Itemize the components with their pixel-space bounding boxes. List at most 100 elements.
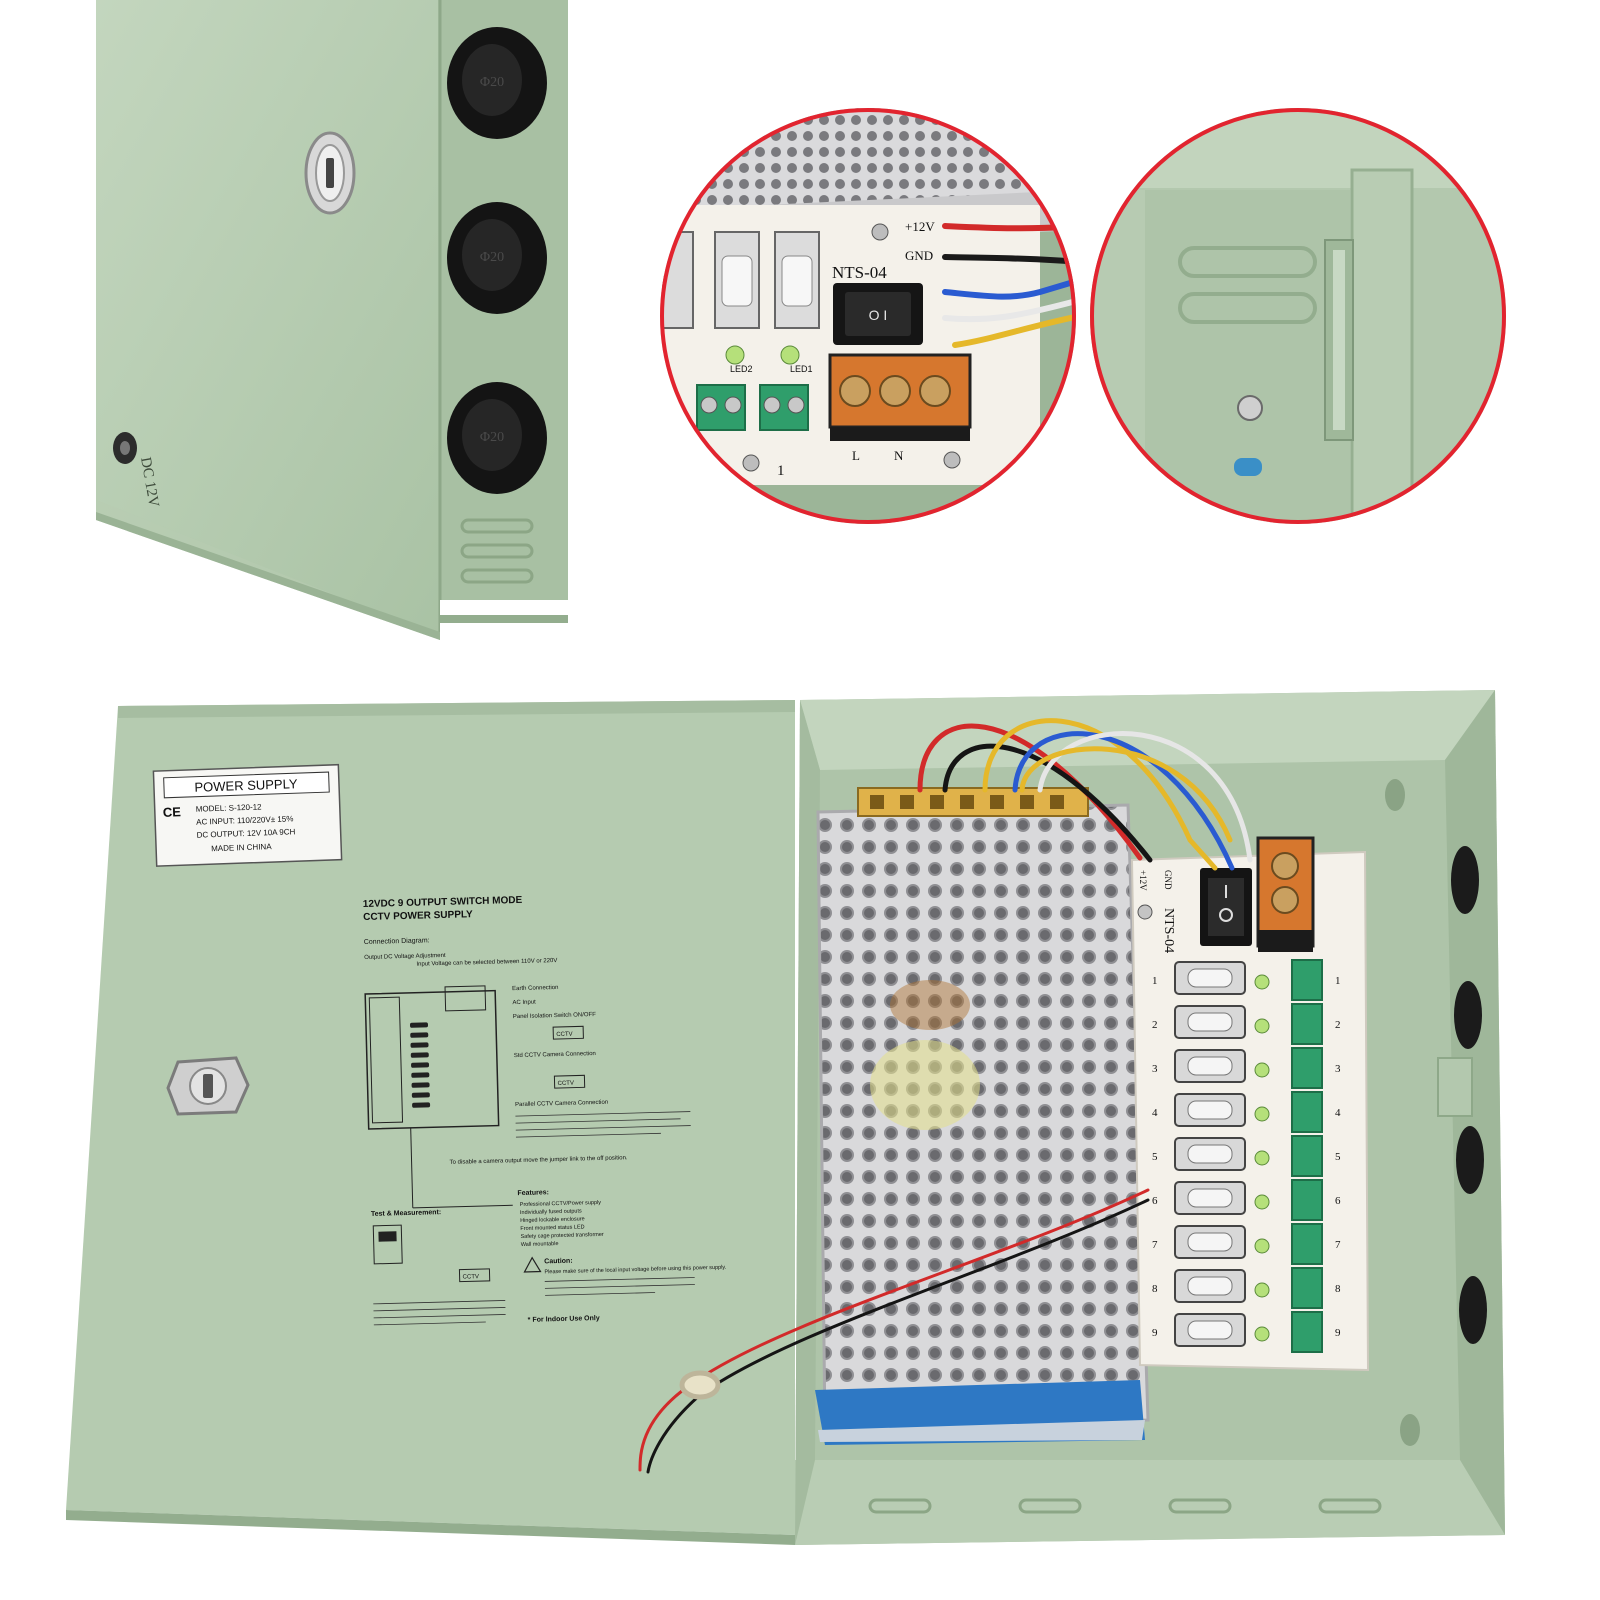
wire-gnd-label: GND <box>905 248 933 263</box>
screw-icon <box>1237 395 1263 421</box>
channel-number: 5 <box>1335 1151 1341 1163</box>
vent-slot <box>1178 246 1317 278</box>
label-title: POWER SUPPLY <box>194 776 298 795</box>
cable-grommet-icon: Φ20 <box>447 202 547 314</box>
status-led-icon <box>1254 974 1270 990</box>
hinge-inner-panel <box>1145 190 1350 524</box>
fuse-glass <box>1187 1056 1233 1076</box>
led-label: LED2 <box>730 364 753 374</box>
fuse-glass <box>1187 1276 1233 1296</box>
screw-icon <box>943 451 961 469</box>
output-terminal-icon <box>1291 1223 1323 1265</box>
diagram-output-adjust: Output DC Voltage Adjustment <box>364 953 446 961</box>
channel-number: 7 <box>1152 1239 1158 1251</box>
grommet-label: Φ20 <box>480 250 504 265</box>
channel-number: 4 <box>1335 1107 1341 1119</box>
screw-icon <box>742 454 760 472</box>
channel-number: 8 <box>1152 1283 1158 1295</box>
output-terminal-icon <box>1291 1135 1323 1177</box>
feature-item: Professional CCTV/Power supply <box>520 1200 602 1208</box>
fuse-glass <box>1187 1144 1233 1164</box>
diagram-heading-2: CCTV POWER SUPPLY <box>363 909 473 923</box>
multimeter-icon <box>372 1224 403 1265</box>
output-terminal-icon <box>1291 1267 1323 1309</box>
diagram-disable: To disable a camera output move the jump… <box>450 1155 628 1166</box>
diagram-isolation: Panel Isolation Switch ON/OFF <box>513 1012 596 1020</box>
side-latch-icon <box>1437 1057 1473 1117</box>
fuse-glass <box>1187 1320 1233 1340</box>
wiring-diagram-sticker: 12VDC 9 OUTPUT SWITCH MODE CCTV POWER SU… <box>363 895 727 1326</box>
label-ac-input: AC INPUT: 110/220V± 15% <box>196 814 293 826</box>
status-led-icon <box>1254 1106 1270 1122</box>
mounting-keyhole-icon <box>1385 779 1405 811</box>
main-wires <box>638 718 1253 1474</box>
features-title: Features: <box>517 1189 549 1197</box>
enclosure-door <box>66 700 795 1535</box>
grommet-label: Φ20 <box>480 430 504 445</box>
zoom-wires <box>942 223 1076 348</box>
channel-number: 6 <box>1335 1195 1341 1207</box>
rating-label: POWER SUPPLY CE MODEL: S-120-12 AC INPUT… <box>152 763 343 867</box>
caution-icon <box>523 1256 542 1273</box>
feature-item: Hinged lockable enclosure <box>520 1216 585 1224</box>
zoom-circle-board: LED2 LED1 1 NTS-04 +12V GND <box>660 108 1076 524</box>
channel-number: 2 <box>1152 1019 1158 1031</box>
diagram-ac-input: AC Input <box>512 1000 536 1007</box>
terminal-l-label: L <box>852 448 860 463</box>
feature-item: Individually fused outputs <box>520 1208 582 1216</box>
output-terminal-icon <box>1291 1003 1323 1045</box>
label-dc-output: DC OUTPUT: 12V 10A 9CH <box>197 827 296 839</box>
power-switch-icon: O I <box>833 283 923 345</box>
dc-jack-icon <box>113 432 137 464</box>
psu-mesh-cage <box>816 803 1150 1434</box>
channel-number: 1 <box>1335 975 1341 987</box>
output-terminal-icon <box>1291 1091 1323 1133</box>
base-vent-slots <box>868 1498 1382 1514</box>
board-gnd-label: GND <box>1163 870 1173 890</box>
output-terminal-icon <box>1291 1047 1323 1089</box>
diagram-earth: Earth Connection <box>512 985 559 992</box>
fuse-glass <box>1187 968 1233 988</box>
ce-mark: CE <box>163 804 182 820</box>
switch-symbol: O I <box>869 307 888 323</box>
zoom-circle-outline <box>1090 108 1506 524</box>
indicator-light-icon <box>1234 458 1262 476</box>
cable-grommet-icon: Φ20 <box>447 27 547 139</box>
vent-slots <box>460 518 534 584</box>
status-led-icon <box>1254 1238 1270 1254</box>
feature-item: Front mounted status LED <box>520 1224 584 1232</box>
cctv-tag: CCTV <box>463 1274 479 1280</box>
cctv-tag: CCTV <box>558 1081 574 1087</box>
status-led-icon <box>1254 1062 1270 1078</box>
status-led-icon <box>1254 1326 1270 1342</box>
zoom-board-model: NTS-04 <box>832 263 887 282</box>
door-edge <box>1350 168 1414 524</box>
diagram-connection-title: Connection Diagram: <box>364 937 430 946</box>
output-terminal-icon <box>1291 1311 1323 1353</box>
test-title: Test & Measurement: <box>371 1209 441 1218</box>
channel-number: 6 <box>1152 1195 1158 1207</box>
status-led-icon <box>1254 1194 1270 1210</box>
grommet-label: Φ20 <box>480 75 504 90</box>
screw-icon <box>1137 904 1153 920</box>
status-led-icon <box>780 345 800 365</box>
power-switch-icon <box>1200 868 1252 946</box>
closed-enclosure-photo: DC 12V Φ20 Φ20 Φ20 <box>96 0 568 640</box>
board-plus-label: +12V <box>1138 870 1148 891</box>
channel-number: 7 <box>1335 1239 1341 1251</box>
channel-number: 2 <box>1335 1019 1341 1031</box>
ac-terminal-icon <box>828 353 972 441</box>
channel-number: 3 <box>1335 1063 1341 1075</box>
fuse-glass <box>1187 1012 1233 1032</box>
open-enclosure-photo: POWER SUPPLY CE MODEL: S-120-12 AC INPUT… <box>66 690 1505 1545</box>
fuse-glass <box>1187 1232 1233 1252</box>
status-led-icon <box>1254 1282 1270 1298</box>
